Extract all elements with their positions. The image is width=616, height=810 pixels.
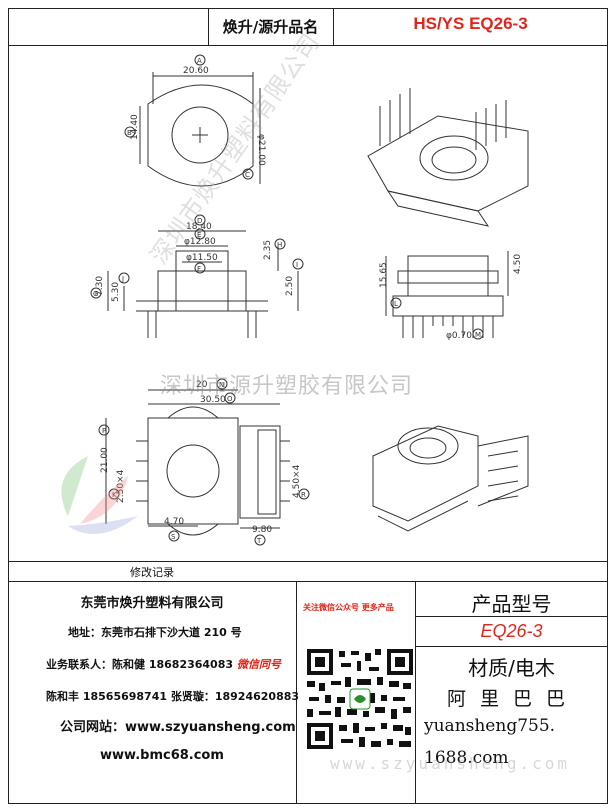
side-dim-pin: φ0.70: [446, 331, 472, 341]
bottom-dim-top2: 20: [196, 380, 208, 390]
side-view: [385, 251, 509, 338]
model-label-line: [415, 616, 608, 617]
label-l: L: [394, 300, 398, 308]
footer-website[interactable]: 公司网站：www.szyuansheng.com: [60, 720, 296, 735]
label-c: C: [245, 171, 250, 179]
side-dim-height: 15.65: [379, 262, 389, 288]
front-dim-f: φ11.50: [186, 253, 218, 263]
revision-top-line: [8, 561, 608, 562]
wechat-note: 关注微信公众号 更多产品: [303, 603, 394, 612]
header-left-divider: [208, 8, 209, 45]
label-f: F: [197, 265, 201, 273]
bottom-view: [105, 389, 290, 536]
header-bottom-line: [8, 45, 608, 46]
label-k: K: [112, 491, 117, 499]
label-h: H: [277, 241, 282, 249]
bottom-dim-s: 4.70: [164, 517, 184, 527]
header-product-name: HS/YS EQ26-3: [413, 14, 528, 33]
footer-contact2: 陈和丰 18565698741 张贤璇：18924620883: [46, 690, 300, 703]
label-j: J: [121, 275, 124, 283]
alibaba-label: 阿里巴巴: [446, 688, 579, 710]
technical-drawing: 20.60 14.40 φ21.00 A B C 18.40 φ12.80 φ1…: [61, 54, 529, 546]
store-url-line1[interactable]: yuansheng755.: [424, 716, 556, 736]
label-i: I: [296, 261, 298, 269]
page-frame: [8, 8, 608, 804]
label-n: N: [219, 381, 224, 389]
bottom-dim-top1: 30.50: [200, 395, 226, 405]
bottom-dim-pins: 2.50×4: [116, 469, 126, 503]
model-label: 产品型号: [471, 592, 552, 616]
label-t: T: [256, 537, 262, 545]
front-dim-i: 2.50: [285, 276, 295, 296]
material: 材质/电木: [468, 656, 555, 680]
label-r: R: [301, 491, 306, 499]
front-dim-h: 2.35: [263, 240, 273, 260]
front-dim-e: φ12.80: [184, 237, 216, 247]
footer-contact1-text: 业务联系人：陈和健 18682364083: [46, 658, 234, 671]
label-d: D: [197, 217, 202, 225]
iso-view-top: [367, 88, 529, 227]
label-e: E: [197, 231, 201, 239]
front-view: [107, 230, 299, 338]
front-dim-j: 5.30: [111, 282, 121, 302]
footer-contact1-tag: 微信同号: [236, 658, 281, 671]
front-dim-d: 18.40: [186, 222, 212, 232]
front-dim-g: 7.30: [95, 276, 105, 296]
model-value: EQ26-3: [480, 621, 543, 641]
top-dim-width: 20.60: [183, 66, 209, 76]
store-url-line2[interactable]: 1688.com: [424, 748, 509, 768]
bottom-dim-right: 4.50×4: [292, 464, 302, 498]
iso-view-bottom: [372, 425, 529, 532]
header-label: 焕升/源升品名: [222, 18, 319, 36]
revision-bottom-line: [8, 581, 608, 582]
label-b: B: [127, 129, 132, 137]
top-view: [139, 72, 261, 187]
footer-address: 地址：东莞市石排下沙大道 210 号: [68, 626, 242, 639]
bottom-dim-left: 21.00: [100, 447, 110, 473]
footer-company: 东莞市焕升塑料有限公司: [80, 596, 224, 611]
bottom-watermark: www.szyuansheng.com: [330, 754, 571, 773]
watermark-company: 深圳市源升塑胶有限公司: [160, 374, 414, 399]
label-p: P: [102, 427, 106, 435]
label-o: O: [227, 395, 233, 403]
qr-code[interactable]: [305, 647, 415, 751]
bottom-dim-t: 9.80: [252, 525, 272, 535]
top-dim-dia: φ21.00: [256, 134, 266, 166]
label-s: S: [171, 533, 176, 541]
footer-website2[interactable]: www.bmc68.com: [100, 748, 224, 763]
label-a: A: [197, 57, 202, 65]
label-g: G: [93, 290, 98, 298]
footer-divider-1: [296, 581, 297, 804]
logo-watermark: [61, 456, 138, 534]
footer-divider-2: [415, 581, 416, 804]
label-m: M: [475, 331, 481, 339]
side-dim-right: 4.50: [513, 254, 523, 274]
top-dim-height: 14.40: [130, 114, 140, 140]
revision-label: 修改记录: [130, 566, 174, 579]
header-mid-divider: [333, 8, 334, 45]
model-value-line: [415, 646, 608, 647]
footer-contact1: 业务联系人：陈和健 18682364083 微信同号: [46, 656, 281, 672]
